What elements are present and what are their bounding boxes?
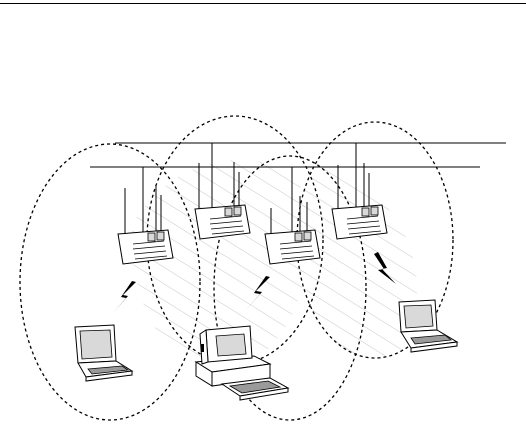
laptop-left [75, 325, 132, 381]
laptop-right [399, 300, 457, 352]
laptop-icon [75, 325, 132, 381]
wireless-link-left [113, 281, 136, 313]
network-lines [90, 143, 506, 167]
laptop-icon [399, 300, 457, 352]
lightning-bolt-icon [113, 281, 136, 313]
